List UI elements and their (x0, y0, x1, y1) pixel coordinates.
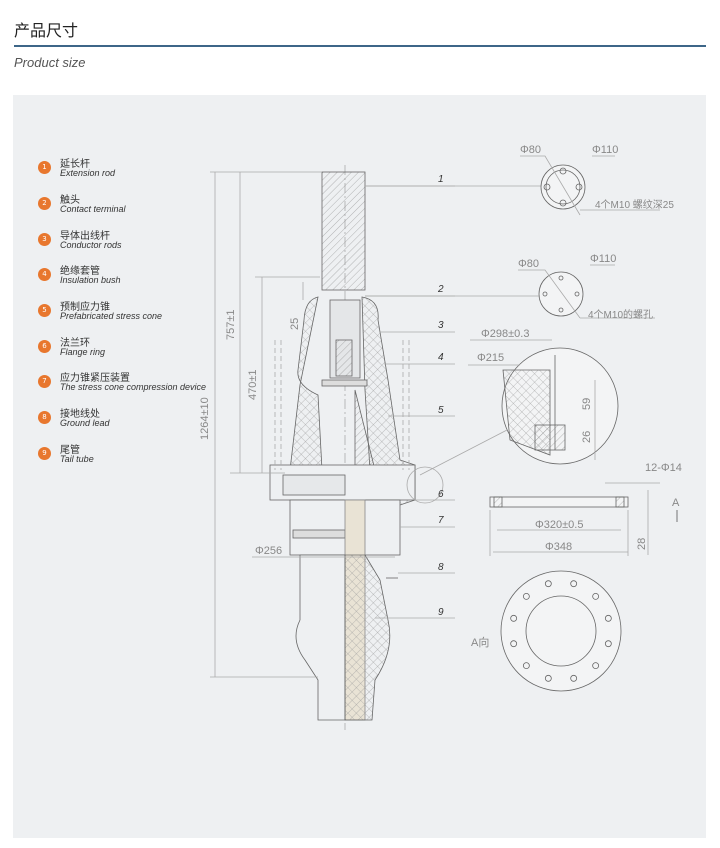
bolt-hole (570, 580, 578, 588)
number-badge: 8 (38, 411, 51, 424)
tail-tube (295, 554, 346, 721)
dim-total: 1264±10 (199, 397, 211, 440)
dim-upper: 757±1 (225, 309, 237, 340)
callout-5: 5 (438, 405, 444, 416)
number-badge: 2 (38, 197, 51, 210)
number-badge: 9 (38, 447, 51, 460)
dim-top2-d80: Φ80 (518, 258, 539, 270)
callout-7: 7 (438, 515, 444, 526)
bolt-hole (604, 614, 612, 622)
dim-holes: 12-Φ14 (645, 462, 682, 474)
bolt-hole (544, 674, 552, 682)
view-arrow-label: A (672, 497, 680, 509)
legend-label-en: Ground lead (60, 418, 110, 428)
bolt-hole (570, 674, 578, 682)
legend-label-en: Prefabricated stress cone (60, 311, 163, 321)
dim-top2-note: 4个M10的螺孔 (588, 308, 653, 321)
flange-ring-side (489, 496, 629, 508)
conductor-rod (335, 339, 353, 377)
bolt-hole (544, 580, 552, 588)
callout-4: 4 (438, 352, 444, 363)
legend-label-en: Insulation bush (60, 275, 121, 285)
legend-label-en: The stress cone compression device (60, 382, 207, 392)
extension-rod (321, 171, 366, 291)
legend-label-cn: 尾管 (60, 445, 80, 456)
flange-a-view (500, 570, 622, 692)
dim-d215: Φ215 (477, 352, 504, 364)
bolt-hole (510, 640, 518, 648)
dim-h26: 26 (581, 431, 593, 443)
number-badge: 1 (38, 161, 51, 174)
dim-h28: 28 (636, 538, 648, 550)
callout-3: 3 (438, 320, 444, 331)
dim-d298: Φ298±0.3 (481, 328, 529, 340)
bolt-hole (510, 614, 518, 622)
callout-2: 2 (437, 284, 444, 295)
bolt-hole (522, 662, 530, 670)
page-subtitle: Product size (14, 55, 86, 70)
legend-label-en: Contact terminal (60, 204, 126, 214)
legend-label-cn: 法兰环 (60, 338, 90, 349)
dim-top1-d110: Φ110 (592, 144, 618, 156)
legend-label-cn: 导体出线杆 (60, 231, 110, 242)
dim-mid: 470±1 (247, 369, 259, 400)
legend-label-cn: 触头 (60, 195, 80, 206)
callout-8: 8 (438, 562, 444, 573)
bolt-hole (604, 640, 612, 648)
legend-label-en: Extension rod (60, 168, 116, 178)
insulation-bush-left (289, 296, 323, 471)
dim-base-dia: Φ256 (255, 545, 282, 557)
dim-top1-note: 4个M10 螺纹深25 (595, 198, 674, 211)
bolt-hole (522, 592, 530, 600)
dim-top2-d110: Φ110 (590, 253, 616, 265)
dim-h59: 59 (581, 398, 593, 410)
bolt-hole (592, 662, 600, 670)
number-badge: 3 (38, 233, 51, 246)
legend-label-en: Tail tube (60, 454, 94, 464)
dim-top1-d80: Φ80 (520, 144, 541, 156)
dim-d348: Φ348 (545, 541, 572, 553)
number-badge: 7 (38, 375, 51, 388)
callout-9: 9 (438, 607, 444, 618)
page-title: 产品尺寸 (14, 21, 79, 40)
callout-6: 6 (438, 489, 444, 500)
number-badge: 4 (38, 268, 51, 281)
legend-label-en: Conductor rods (60, 240, 122, 250)
dim-gap: 25 (289, 318, 301, 330)
number-badge: 5 (38, 304, 51, 317)
legend-label-en: Flange ring (60, 347, 106, 357)
end-view-2 (538, 271, 584, 317)
title-divider (14, 45, 706, 47)
bolt-hole (592, 592, 600, 600)
legend-label-cn: 绝缘套管 (60, 266, 100, 277)
dim-d320: Φ320±0.5 (535, 519, 583, 531)
view-a-label: A向 (471, 635, 489, 649)
number-badge: 6 (38, 340, 51, 353)
legend-label-cn: 接地线处 (60, 409, 100, 420)
callout-1: 1 (438, 174, 444, 185)
legend-label-cn: 预制应力锥 (60, 302, 110, 313)
legend-label-cn: 应力锥紧压装置 (60, 373, 130, 384)
legend-label-cn: 延长杆 (60, 159, 90, 170)
